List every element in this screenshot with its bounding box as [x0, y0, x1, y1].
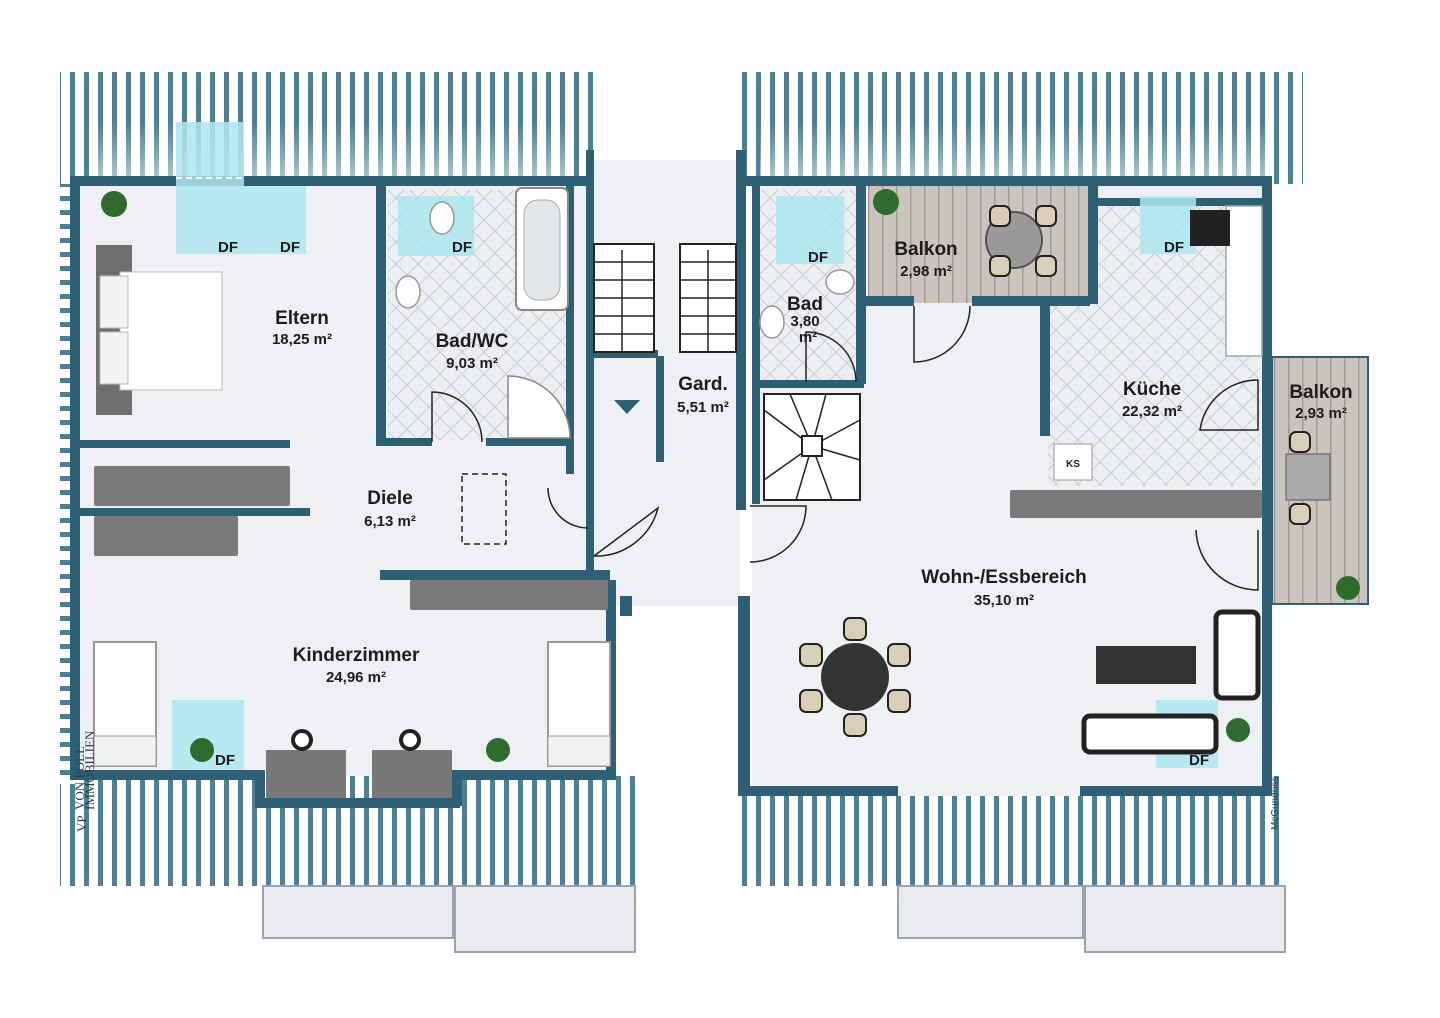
room-bad-name: Bad — [787, 294, 823, 315]
bed-icon — [93, 641, 611, 767]
bathtub-icon — [515, 187, 569, 311]
room-balkon-right-area: 2,93 m² — [1295, 405, 1347, 422]
kitchen-counter — [1053, 205, 1263, 481]
fridge-label: KS — [1066, 459, 1080, 470]
attic-hatch — [461, 473, 507, 545]
roof-slopes — [60, 72, 1303, 886]
room-eltern-area: 18,25 m² — [272, 331, 332, 348]
shower-icon — [507, 375, 571, 439]
room-wohn-area: 35,10 m² — [974, 592, 1034, 609]
room-bad-area-1: 3,80 — [790, 313, 819, 330]
room-kinderzimmer-name: Kinderzimmer — [293, 645, 420, 666]
svg-text:DF: DF — [1164, 239, 1184, 256]
svg-text:DF: DF — [215, 752, 235, 769]
stairs-icon — [593, 243, 737, 353]
door-swings — [431, 305, 1259, 591]
room-gard-name: Gard. — [678, 374, 728, 395]
dining-table-icon — [985, 205, 1057, 277]
svg-text:DF: DF — [280, 239, 300, 256]
toilet-icon — [429, 201, 855, 295]
svg-text:DF: DF — [1189, 752, 1209, 769]
room-labels: Eltern 18,25 m² Bad/WC 9,03 m² Diele 6,1… — [272, 239, 1353, 686]
wardrobes — [94, 466, 1262, 610]
room-balkon-top-area: 2,98 m² — [900, 263, 952, 280]
room-diele-name: Diele — [367, 488, 412, 509]
credit-text: McGundriss — [1270, 777, 1281, 830]
arrow-down-icon — [614, 400, 640, 414]
room-bad-wc-area: 9,03 m² — [446, 355, 498, 372]
room-kueche-name: Küche — [1123, 379, 1181, 400]
svg-text:VP: VP — [74, 815, 89, 832]
room-wohn-name: Wohn-/Essbereich — [921, 567, 1086, 588]
roof-windows — [172, 122, 1218, 770]
room-kueche-area: 22,32 m² — [1122, 403, 1182, 420]
room-eltern-name: Eltern — [275, 308, 329, 329]
room-bad-wc-name: Bad/WC — [436, 331, 509, 352]
desks — [266, 729, 452, 798]
room-balkon-top-name: Balkon — [894, 239, 957, 260]
dormers — [262, 885, 1286, 953]
stairs-icon — [763, 393, 861, 501]
svg-text:DF: DF — [808, 249, 828, 266]
balcony-furniture — [1285, 431, 1331, 525]
room-gard-area: 5,51 m² — [677, 399, 729, 416]
logo: VP VON POLL IMMOBILIEN — [72, 730, 97, 832]
plant-icon — [101, 189, 1360, 762]
sofa-icon — [1081, 609, 1261, 755]
svg-text:IMMOBILIEN: IMMOBILIEN — [82, 730, 97, 810]
bed-icon — [96, 245, 223, 415]
dining-table-icon — [799, 617, 911, 737]
svg-text:DF: DF — [218, 239, 238, 256]
svg-text:VON POLL: VON POLL — [72, 746, 87, 810]
svg-text:DF: DF — [452, 239, 472, 256]
room-balkon-right-name: Balkon — [1289, 382, 1352, 403]
df-labels: DF DF DF DF DF DF DF — [215, 239, 1209, 769]
room-diele-area: 6,13 m² — [364, 513, 416, 530]
room-bad-area-2: m² — [799, 329, 817, 346]
room-kinderzimmer-area: 24,96 m² — [326, 669, 386, 686]
